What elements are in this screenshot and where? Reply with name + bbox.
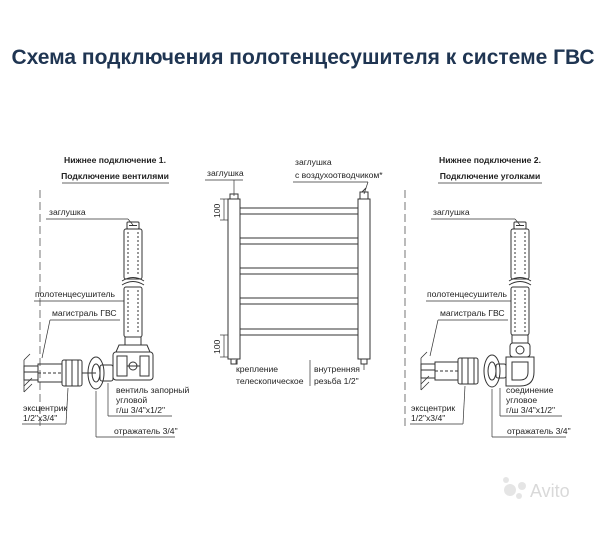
dimension-top: 100 [212,203,222,218]
right-label-dryer: полотенцесушитель [427,289,508,299]
right-header-1: Нижнее подключение 2. [439,155,541,165]
center-label-cap-air-1: заглушка [295,157,332,167]
right-wall-hatching [420,351,430,391]
left-label-main: магистраль ГВС [52,308,117,318]
center-label-thread-1: внутренняя [314,364,360,374]
left-dryer-pipe [121,221,145,338]
left-label-valve-3: г/ш 3/4"x1/2" [116,405,165,415]
right-label-eccentric-2: 1/2"x3/4" [411,413,445,423]
right-label-main: магистраль ГВС [440,308,505,318]
center-label-mount-2: телескопическое [236,376,304,386]
center-label-cap-air-2: с воздухоотводчиком* [295,170,383,180]
dimension-lines [220,198,228,358]
dimension-bottom: 100 [212,339,222,354]
page-title: Схема подключения полотенцесушителя к си… [11,46,595,69]
center-label-mount-1: крепление [236,364,278,374]
left-label-valve-1: вентиль запорный [116,385,189,395]
left-angle-valve [112,336,154,381]
center-label-thread-2: резьба 1/2" [314,376,359,386]
right-label-conn-3: г/ш 3/4"x1/2" [506,405,555,415]
left-header-1: Нижнее подключение 1. [64,155,166,165]
watermark-text: Avito [530,481,570,501]
left-scheme: Нижнее подключение 1. Подключение вентил… [22,155,189,438]
right-dryer-pipe [508,221,532,336]
right-label-conn-1: соединение [506,385,554,395]
left-header-2: Подключение вентилями [61,171,169,181]
right-scheme: Нижнее подключение 2. Подключение уголка… [404,155,571,438]
center-label-cap: заглушка [207,168,244,178]
left-label-eccentric-1: эксцентрик [23,403,67,413]
right-angle-connector [505,334,535,387]
right-eccentric [420,357,479,385]
left-label-cap: заглушка [49,207,86,217]
right-label-cap: заглушка [433,207,470,217]
right-label-reflector: отражатель 3/4" [507,426,571,436]
left-label-valve-2: угловой [116,395,147,405]
left-label-reflector: отражатель 3/4" [114,426,178,436]
left-label-dryer: полотенцесушитель [35,289,116,299]
right-reflector [483,354,507,388]
left-wall-hatching [23,353,33,393]
center-scheme: заглушка заглушка с воздухоотводчиком* [205,157,383,386]
towel-dryer-front [227,187,371,365]
left-reflector [87,356,114,390]
avito-watermark: Avito [503,477,570,501]
left-eccentric [23,359,96,387]
right-header-2: Подключение уголками [440,171,541,181]
right-label-conn-2: угловое [506,395,537,405]
right-label-eccentric-1: эксцентрик [411,403,455,413]
left-label-eccentric-2: 1/2"x3/4" [23,413,57,423]
